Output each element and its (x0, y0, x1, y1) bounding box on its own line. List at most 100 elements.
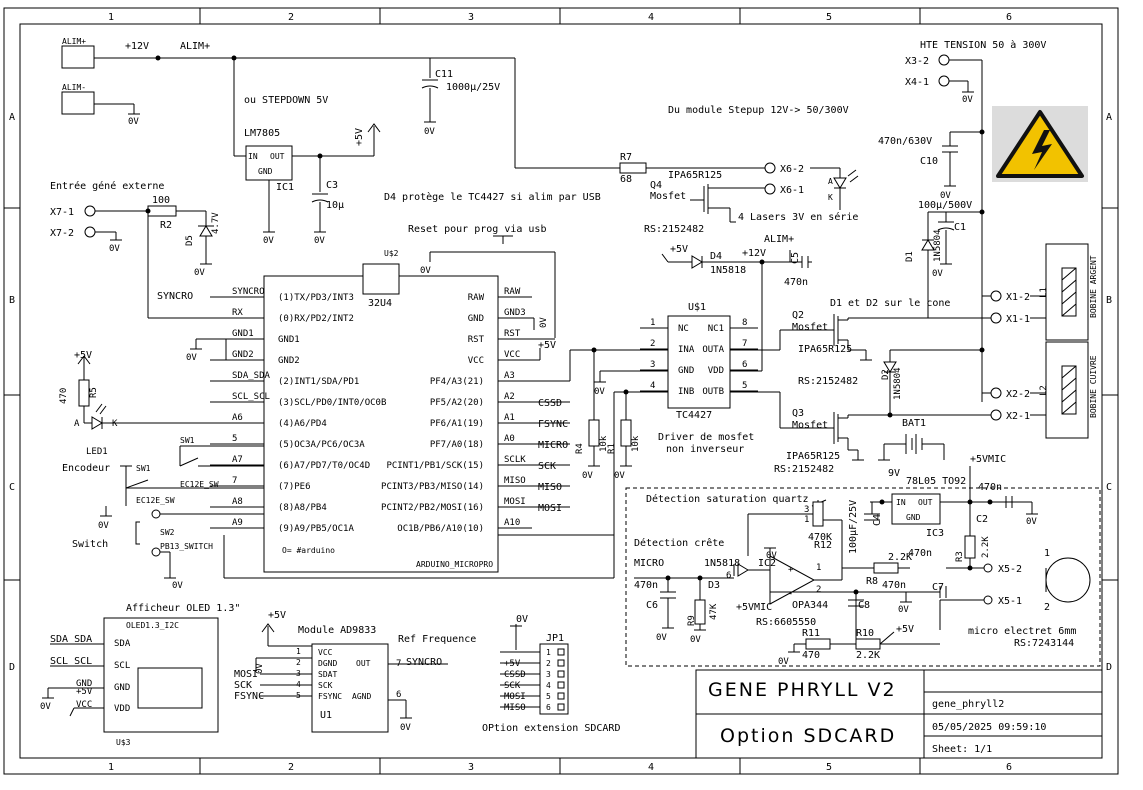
c11-value: 1000µ/25V (446, 82, 500, 93)
gnd-label: 0V (766, 551, 777, 561)
jp1-ref: JP1 (546, 633, 564, 644)
q3-part: IPA65R125 (786, 451, 840, 462)
x7-2-label: X7-2 (50, 228, 74, 239)
vcc-plus5v: +5V (538, 340, 556, 351)
gnd-label: 0V (1026, 517, 1037, 527)
x3-2-label: X3-2 (905, 56, 929, 67)
c6-ref: C6 (646, 600, 658, 611)
ic2-pin2: 2 (816, 585, 821, 595)
sw1-ref-b: SW1 (136, 464, 151, 473)
gnd-label: 0V (690, 635, 701, 645)
plus5v-label: +5V (896, 624, 914, 635)
ec12e-1: EC12E_SW (180, 480, 219, 489)
c10-value: 470n/630V (878, 136, 932, 147)
mcu-pin-label: PF5/A2(20) (430, 398, 484, 408)
c8-value: 470n (882, 580, 906, 591)
x4-1-terminal (938, 75, 950, 87)
x1-1-terminal (990, 312, 1002, 324)
hv-warning-icon (992, 106, 1088, 182)
mcu-pin-label: (6)A7/PD7/T0/OC4D (278, 461, 370, 471)
sw2-ref: SW2 (160, 528, 175, 537)
oled-pin: VDD (114, 704, 130, 714)
ad9833-pin-num: 1 (296, 647, 301, 656)
ad9833-pin-label: DGND (318, 659, 337, 668)
oled-u: U$3 (116, 738, 131, 747)
mcu-net-label: GND3 (504, 308, 526, 318)
q2-part: IPA65R125 (798, 344, 852, 355)
r1-resistor (620, 419, 632, 447)
oled-net: SCL_SCL (50, 656, 92, 667)
sheet-number: Sheet: 1/1 (932, 744, 992, 755)
r5-value: 470 (59, 388, 69, 404)
sw1-ref-a: SW1 (180, 436, 195, 445)
col-label: 6 (1006, 762, 1012, 773)
sd-zero: 0V (516, 614, 528, 625)
sd-pin-num: 6 (546, 703, 551, 712)
sd-pin-pad (557, 692, 565, 700)
sd-pin-num: 5 (546, 692, 551, 701)
plus5v-label: +5V (670, 244, 688, 255)
mcu-net-label: SCL_SCL (232, 392, 270, 402)
col-label: 2 (288, 12, 294, 23)
x7-1-terminal (84, 205, 96, 217)
x1-1-label: X1-1 (1006, 314, 1030, 325)
x6-2-label: X6-2 (780, 164, 804, 175)
gnd-label: 0V (778, 657, 789, 667)
date-stamp: 05/05/2025 09:59:10 (932, 722, 1046, 733)
reg-out: OUT (270, 152, 285, 161)
sd-net-label: MOSI (504, 692, 526, 702)
gnd-label: 0V (314, 236, 325, 246)
r12-value: 470K (808, 532, 832, 543)
mcu-pin-label: GND1 (278, 335, 300, 345)
driver-pin-label: INA (678, 345, 695, 355)
gnd-label: 0V (128, 117, 139, 127)
d1-ref: D1 (905, 251, 915, 262)
d4-value: 1N5818 (710, 265, 746, 276)
driver-pin-label: GND (678, 366, 694, 376)
mcu-ref: U$2 (384, 249, 399, 258)
driver-pin-num: 7 (742, 339, 747, 349)
row-label: C (9, 482, 15, 493)
q4-type: Mosfet (650, 191, 686, 202)
mcu-net-label: A6 (232, 413, 243, 423)
col-label: 1 (108, 762, 114, 773)
ic2-ref: IC2 (758, 558, 776, 569)
mcu-net-label: A2 (504, 392, 515, 402)
mcu-note: O= #arduino (282, 546, 335, 555)
l2-label: L2 (1039, 385, 1049, 396)
c2-value: 470n (978, 482, 1002, 493)
ad9833-section: +5V Module AD9833 VCC1DGND2SDAT3MOSISCK4… (234, 610, 476, 733)
ad9833-agnd-num: 6 (396, 690, 401, 700)
c2-ref: C2 (976, 514, 988, 525)
driver-pin-num: 5 (742, 381, 747, 391)
mcu-signal-label: FSYNC (538, 419, 568, 430)
driver-pin-num: 6 (742, 360, 747, 370)
col-label: 6 (1006, 12, 1012, 23)
led-k: K (112, 419, 118, 429)
left-controls-section: +5V 470 R5 A K LED1 Encodeur SW1 SW1 EC1… (59, 350, 264, 591)
q2-type: Mosfet (792, 322, 828, 333)
sd-pin-pad (557, 670, 565, 678)
led-ref: LED1 (86, 447, 108, 457)
ic3-in: IN (896, 498, 906, 507)
gnd-label: 0V (194, 268, 205, 278)
stepup-note: Du module Stepup 12V-> 50/300V (668, 105, 849, 116)
driver-caption-1: Driver de mosfet (658, 432, 754, 443)
sd-pin-pad (557, 703, 565, 711)
mcu-pin-label: (5)OC3A/PC6/OC3A (278, 440, 365, 450)
oled-ref: OLED1.3_I2C (126, 621, 179, 630)
col-label: 4 (648, 12, 654, 23)
row-label: C (1106, 482, 1112, 493)
mcu-pin-label: (0)RX/PD2/INT2 (278, 314, 354, 324)
c3-ref: C3 (326, 180, 338, 191)
x1-2-label: X1-2 (1006, 292, 1030, 303)
driver-pin-label: INB (678, 387, 694, 397)
mcu-signal-label: CSSD (538, 398, 562, 409)
x1-2-terminal (990, 290, 1002, 302)
tc4427-box (667, 315, 731, 409)
d3-ref: D3 (708, 580, 720, 591)
sd-caption: OPtion extension SDCARD (482, 723, 620, 734)
mcu-net-label: A9 (232, 518, 243, 528)
